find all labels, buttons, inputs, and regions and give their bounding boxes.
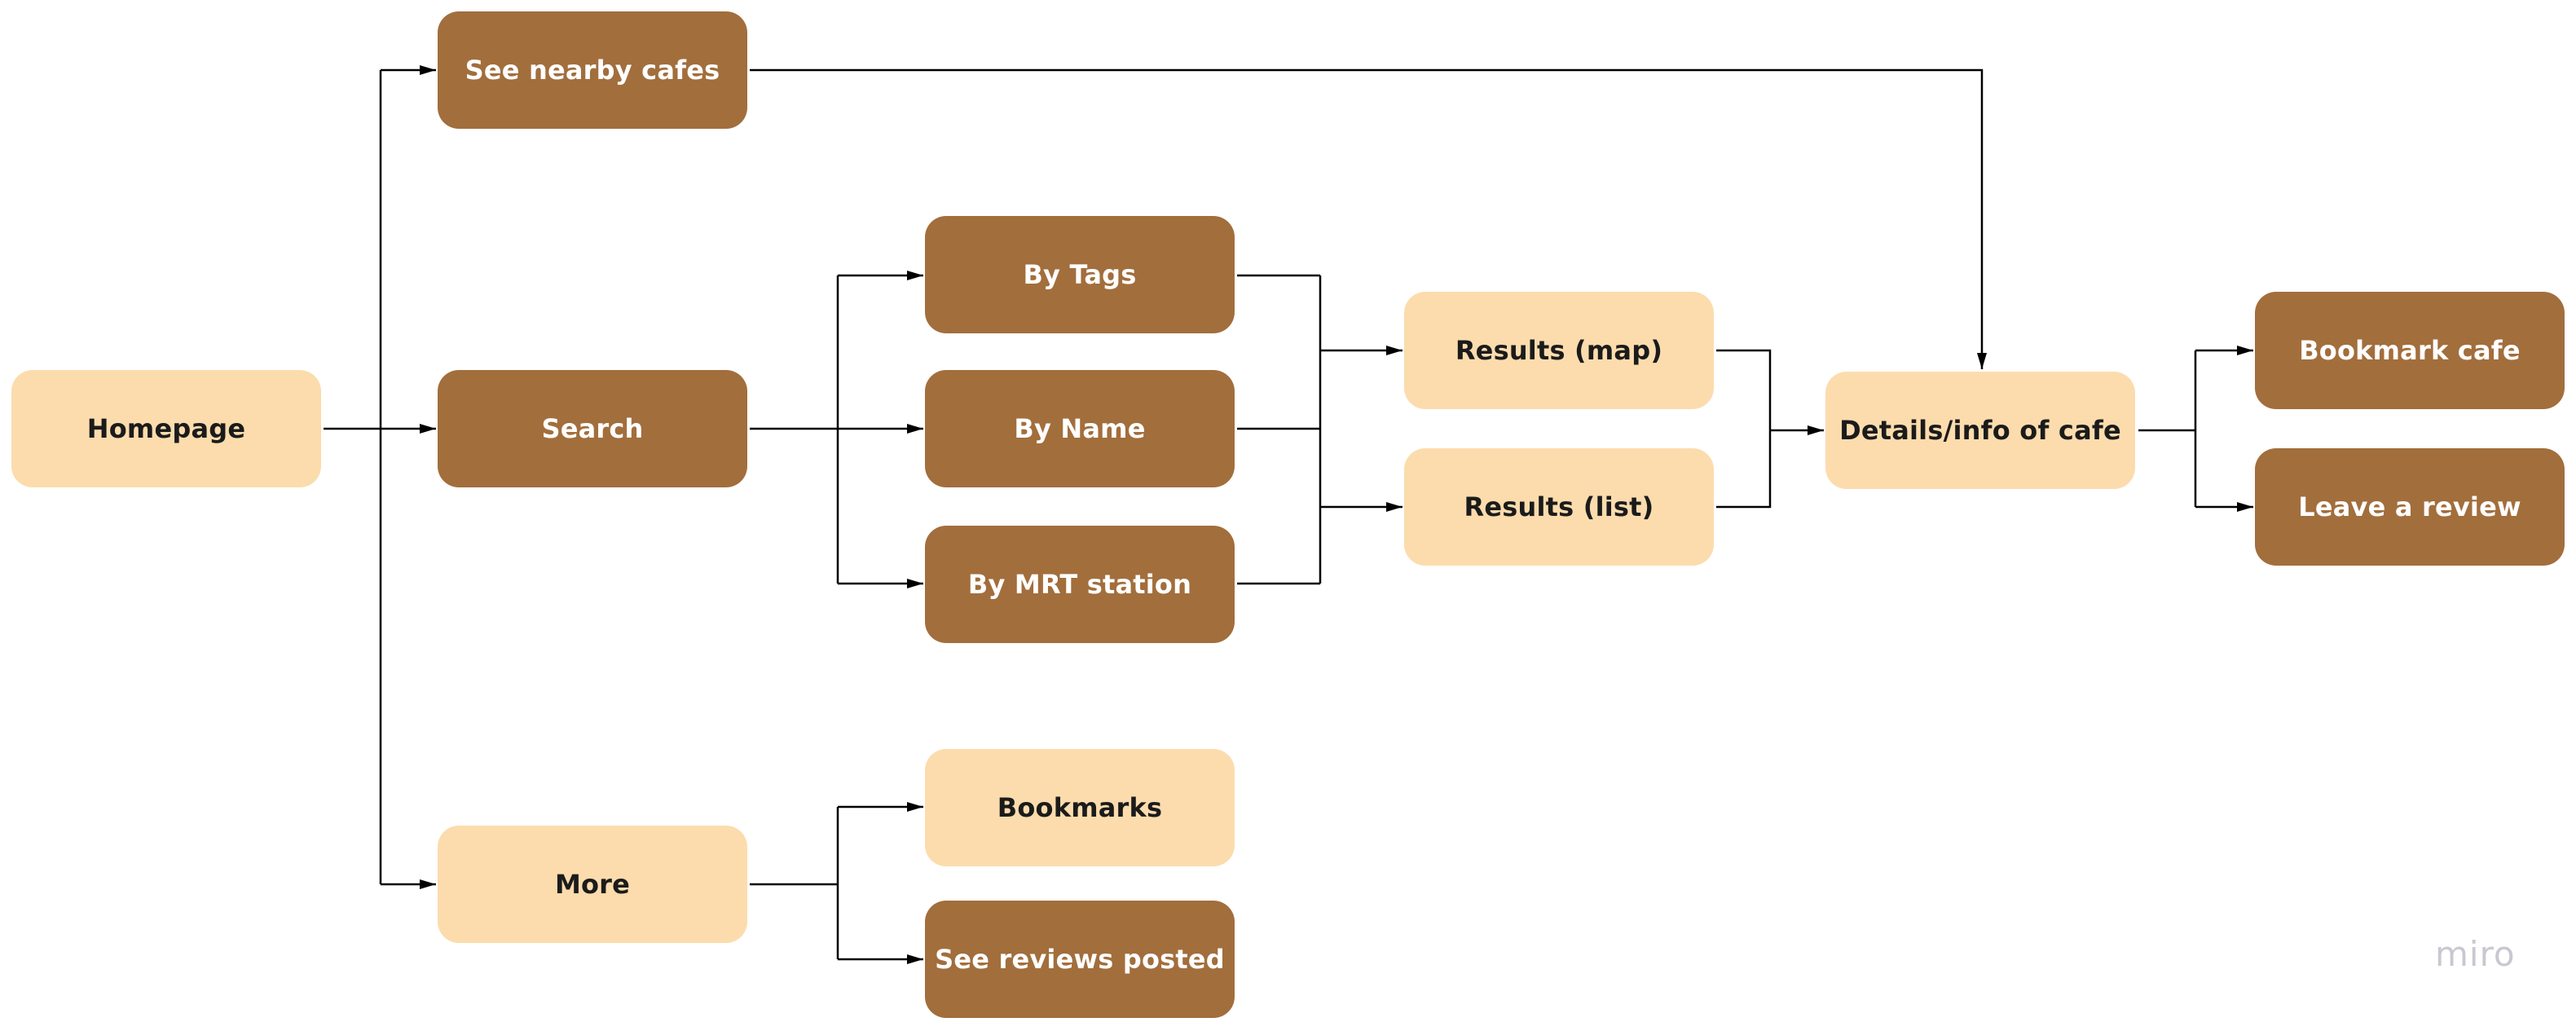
node-by-mrt-station[interactable]: By MRT station [925, 526, 1235, 643]
node-more[interactable]: More [438, 826, 747, 943]
edge-results-list-out [1716, 430, 1772, 509]
edge-results-map-out [1716, 349, 1772, 430]
node-by-name[interactable]: By Name [925, 370, 1235, 487]
node-homepage[interactable]: Homepage [11, 370, 321, 487]
node-see-reviews-posted[interactable]: See reviews posted [925, 901, 1235, 1018]
node-leave-a-review[interactable]: Leave a review [2255, 448, 2565, 566]
node-search[interactable]: Search [438, 370, 747, 487]
miro-watermark: miro [2435, 934, 2516, 974]
node-results-map[interactable]: Results (map) [1404, 292, 1714, 409]
node-bookmarks[interactable]: Bookmarks [925, 749, 1235, 866]
node-see-nearby-cafes[interactable]: See nearby cafes [438, 11, 747, 129]
node-by-tags[interactable]: By Tags [925, 216, 1235, 333]
node-results-list[interactable]: Results (list) [1404, 448, 1714, 566]
node-details-info-of-cafe[interactable]: Details/info of cafe [1825, 372, 2135, 489]
node-bookmark-cafe[interactable]: Bookmark cafe [2255, 292, 2565, 409]
edge-nearby-to-details [750, 68, 1987, 369]
